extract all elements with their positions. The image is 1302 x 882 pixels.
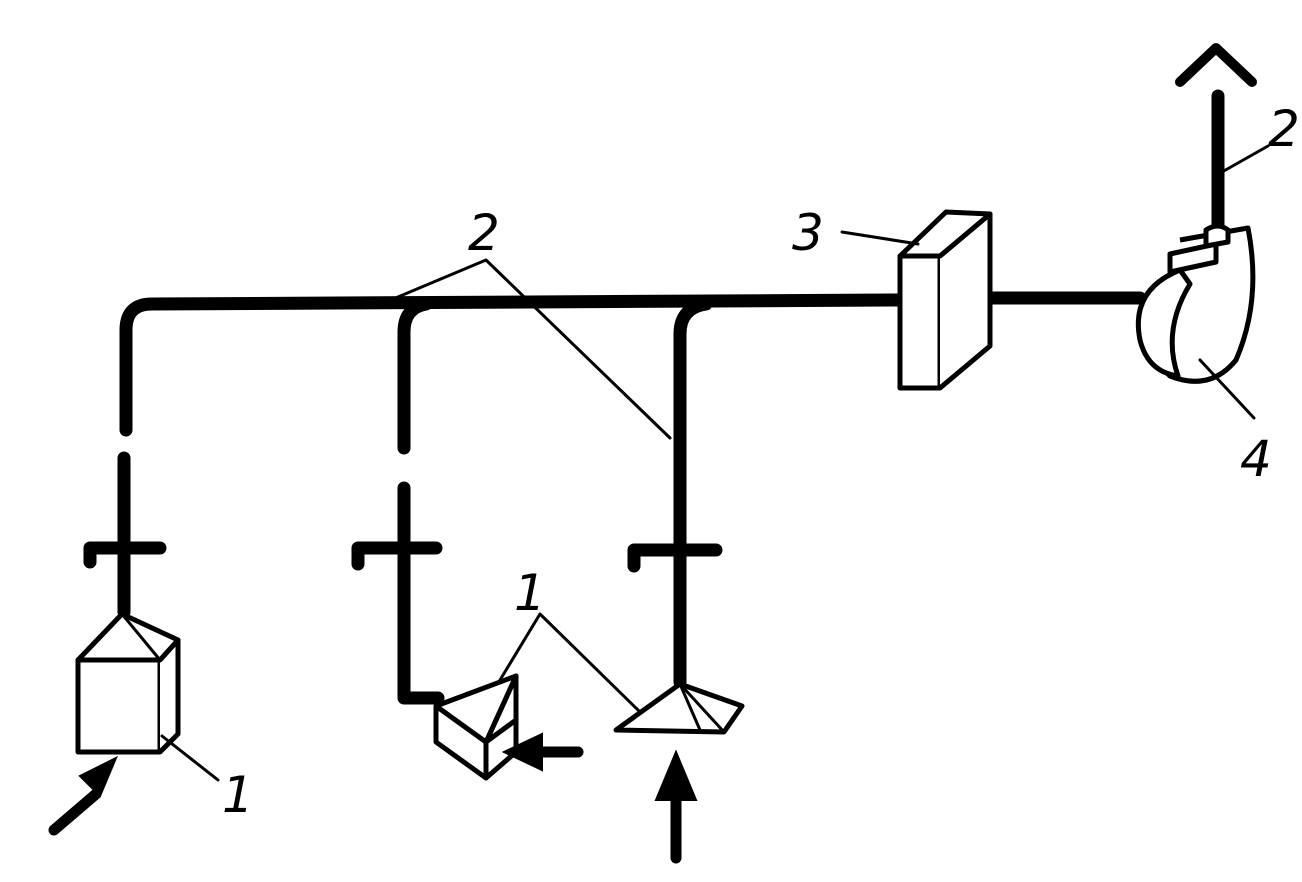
prism-right (613, 681, 745, 735)
prism-middle (433, 673, 519, 781)
leader-label-2-main (384, 258, 672, 440)
arrow-middle-input (501, 732, 584, 772)
mixer-box (897, 209, 993, 391)
output-chevron (1175, 43, 1257, 87)
middle-pipe-lower (397, 481, 445, 705)
label-4-detector: 4 (1240, 430, 1272, 488)
left-crossbar (83, 541, 167, 569)
leader-label-2-out (1220, 144, 1270, 174)
leader-label-4 (1198, 358, 1256, 420)
label-1-left: 1 (222, 766, 254, 824)
arrow-bottom-input (654, 749, 698, 864)
leader-label-1-middle (498, 612, 642, 714)
label-3-mixer: 3 (792, 204, 824, 262)
detector (1135, 223, 1256, 384)
middle-crossbar (351, 541, 443, 571)
leader-label-1-left (160, 734, 220, 782)
label-2-main: 2 (468, 204, 500, 262)
label-2-output: 2 (1268, 100, 1300, 158)
leader-label-3 (840, 230, 920, 246)
label-1-middle: 1 (514, 564, 546, 622)
middle-pipe-upper (397, 297, 433, 455)
right-pipe (673, 297, 713, 689)
right-crossbar (627, 543, 723, 573)
main-pipe (119, 293, 905, 437)
arrow-left-input (48, 755, 118, 836)
prism-left (75, 611, 181, 755)
